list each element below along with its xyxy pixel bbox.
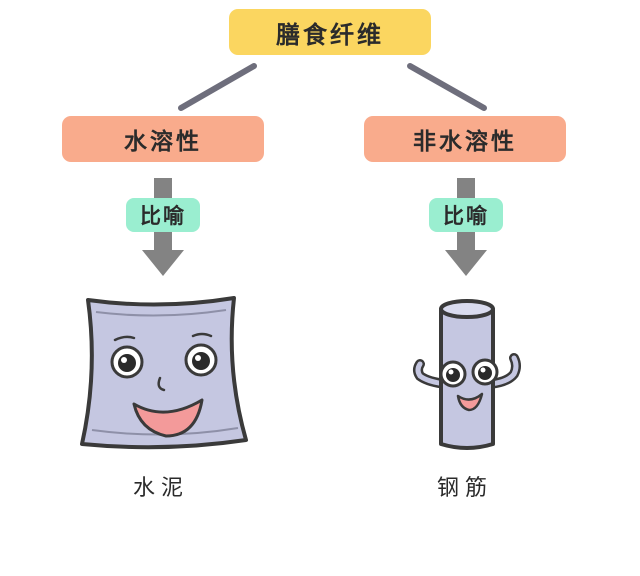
object-label-cement: 水泥: [133, 476, 190, 501]
connector-right: [407, 63, 487, 111]
category-insoluble: 非水溶性: [364, 116, 566, 162]
connector-left: [178, 63, 257, 111]
metaphor-label-left: 比喻: [126, 198, 200, 232]
root-node: 膳食纤维: [229, 9, 431, 55]
arrow-right: [445, 178, 487, 276]
object-label-steel: 钢筋: [437, 476, 494, 501]
arrow-left: [142, 178, 184, 276]
metaphor-label-right: 比喻: [429, 198, 503, 232]
category-soluble: 水溶性: [62, 116, 264, 162]
